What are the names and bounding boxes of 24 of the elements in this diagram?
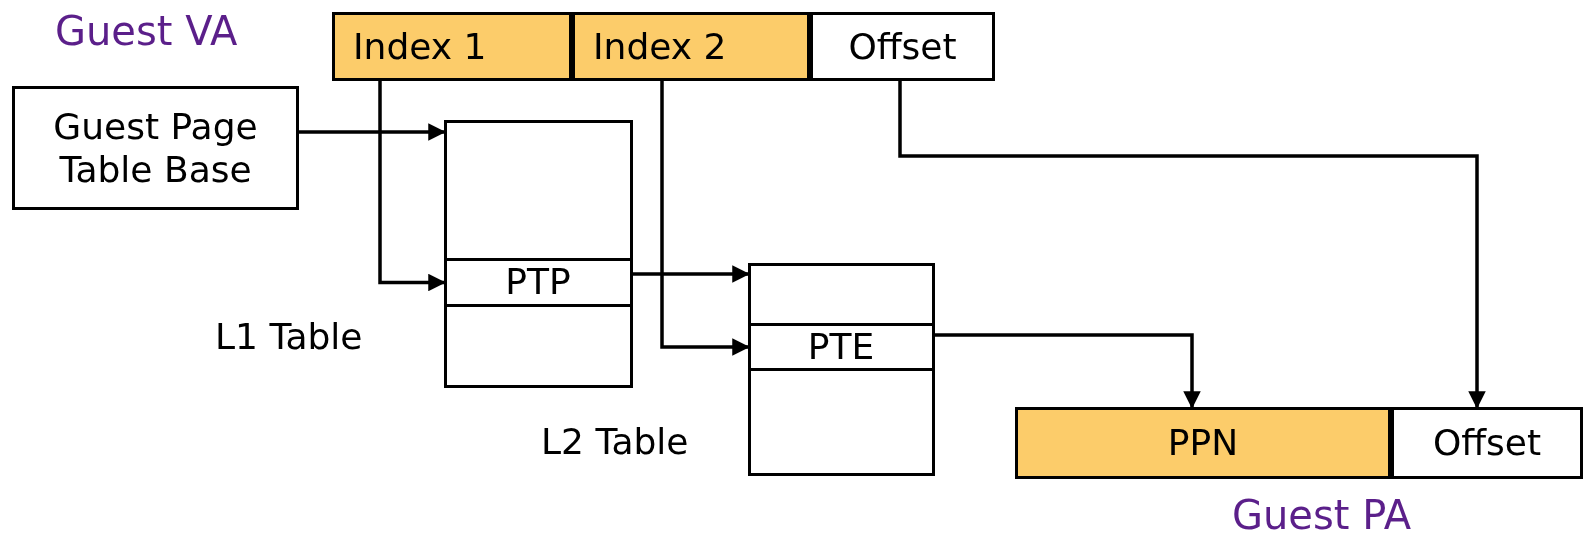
address-field: [572, 12, 810, 81]
arrow: [378, 81, 446, 292]
address-field: [1015, 407, 1391, 479]
arrow: [898, 81, 1486, 409]
address-field: [810, 12, 995, 81]
node-label: Offset: [848, 24, 957, 69]
process-box: [12, 86, 299, 210]
table-caption: L2 Table: [541, 420, 689, 464]
node-label: Offset: [1432, 421, 1542, 465]
node-label: Guest Page Table Base: [52, 104, 259, 192]
arrow: [660, 81, 750, 356]
address-field: [1391, 407, 1583, 479]
address-field: [332, 12, 572, 81]
register-title: Guest PA: [1232, 492, 1412, 538]
table-caption: L1 Table: [215, 315, 363, 359]
arrow: [299, 123, 446, 141]
register-title: Guest VA: [55, 8, 238, 54]
node-label: Index 2: [593, 24, 727, 69]
arrow: [633, 265, 750, 283]
node-label: PPN: [1167, 421, 1239, 465]
arrow: [935, 333, 1201, 409]
node-label: PTE: [807, 324, 875, 369]
node-label: Index 1: [353, 24, 487, 69]
node-label: PTP: [505, 260, 571, 304]
